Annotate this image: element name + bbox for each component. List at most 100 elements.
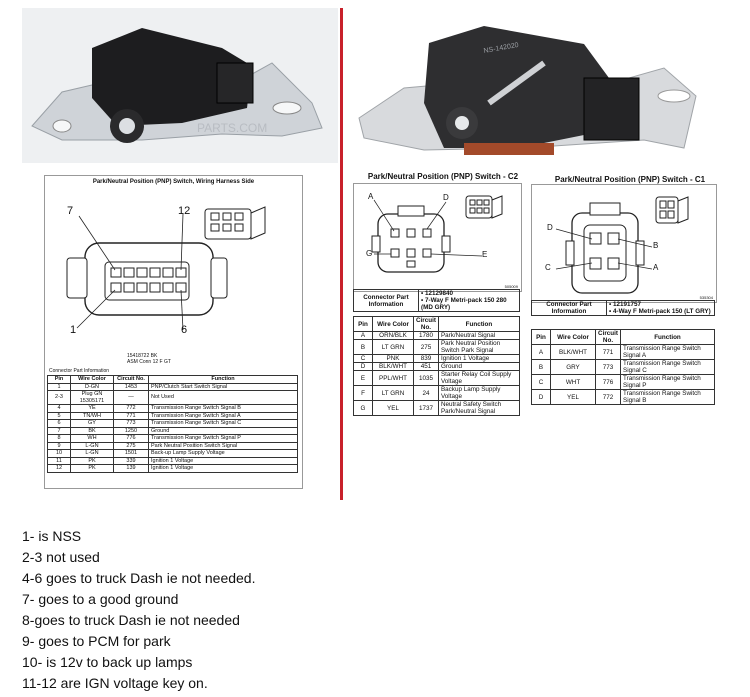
table-cell: L-GN — [70, 441, 114, 450]
table-cell: Ground — [437, 362, 521, 371]
table-cell: BK — [70, 426, 114, 435]
table-cell: Park Neutral Position Switch Park Signal — [437, 339, 521, 355]
table-cell: YEL — [372, 400, 414, 416]
table-cell: Ignition 1 Voltage — [148, 456, 298, 465]
table-header-cell: Function — [148, 375, 298, 384]
note-line: 8-goes to truck Dash ie not needed — [22, 612, 240, 628]
c2-info-item-text: 7-Way F Metri-pack 150 280 (MD GRY) — [421, 297, 507, 311]
table-cell: Ignition 1 Voltage — [148, 464, 298, 473]
table-cell: 771 — [595, 344, 621, 360]
table-cell: A — [353, 331, 373, 340]
table-cell: GY — [70, 419, 114, 428]
table-cell: 139 — [113, 464, 149, 473]
table-cell: 339 — [113, 456, 149, 465]
table-cell: E — [353, 370, 373, 386]
table-header-cell: Wire Color — [550, 329, 596, 345]
table-cell: TN/WH — [70, 411, 114, 420]
c2-info-item: • 7-Way F Metri-pack 150 280 (MD GRY) — [421, 297, 507, 311]
table-cell: 839 — [413, 354, 439, 363]
table-header-cell: Function — [437, 316, 521, 332]
table-header-cell: Pin — [531, 329, 551, 345]
table-cell: 1035 — [413, 370, 439, 386]
table-cell: BLK/WHT — [372, 362, 414, 371]
c2-letter-a: A — [368, 192, 374, 201]
table-cell: Transmission Range Switch Signal C — [620, 359, 715, 375]
table-cell: Transmission Range Switch Signal A — [620, 344, 715, 360]
c2-title: Park/Neutral Position (PNP) Switch - C2 — [367, 172, 519, 181]
note-line: 4-6 goes to truck Dash ie not needed. — [22, 570, 256, 586]
switch-photo-left: PARTS.COM — [31, 28, 323, 143]
note-line: 9- goes to PCM for park — [22, 633, 171, 649]
left-info-item: 15418722 BK — [127, 353, 158, 359]
table-cell: Transmission Range Switch Signal C — [148, 419, 298, 428]
c1-info-item: • 4-Way F Metri-pack 150 (LT GRY) — [609, 308, 711, 315]
table-cell: PK — [70, 456, 114, 465]
notes-list: 1- is NSS 2-3 not used 4-6 goes to truck… — [22, 526, 255, 694]
pin-label-1: 1 — [70, 324, 77, 336]
red-divider — [340, 8, 343, 500]
c2-letter-d: D — [443, 193, 449, 202]
photo-pnp-switch-right: NS-142020 — [344, 8, 728, 163]
c2-letter-e: E — [482, 250, 488, 259]
table-cell: Back-up Lamp Supply Voltage — [148, 449, 298, 458]
table-cell: B — [353, 339, 373, 355]
note-line: 2-3 not used — [22, 549, 100, 565]
c1-letter-d: D — [547, 223, 553, 232]
table-cell: 24 — [413, 385, 439, 401]
table-cell: F — [353, 385, 373, 401]
c1-info-label: Connector Part Information — [531, 300, 607, 316]
table-cell: 9 — [47, 441, 71, 450]
table-cell: D — [531, 389, 551, 405]
pin-label-6: 6 — [181, 324, 188, 336]
c1-info-table: Connector Part Information • 12191757 • … — [531, 300, 715, 316]
table-cell: 10 — [47, 449, 71, 458]
table-cell: Transmission Range Switch Signal P — [620, 374, 715, 390]
c2-figure-id: 505009 — [504, 284, 518, 289]
table-cell: B — [531, 359, 551, 375]
left-info-list: 15418722 BK ASM Conn 12 F GT — [127, 353, 171, 365]
watermark-text: PARTS.COM — [197, 121, 267, 135]
table-cell: Transmission Range Switch Signal B — [620, 389, 715, 405]
table-cell: Not Used — [148, 390, 298, 405]
left-connector-drawing — [66, 206, 266, 331]
table-cell: YEL — [550, 389, 596, 405]
table-cell: 1250 — [113, 426, 149, 435]
table-cell: 11 — [47, 456, 71, 465]
c2-letter-g: G — [366, 249, 373, 258]
table-cell: D — [353, 362, 373, 371]
table-cell: 772 — [595, 389, 621, 405]
table-cell: Transmission Range Switch Signal P — [148, 434, 298, 443]
table-cell: C — [353, 354, 373, 363]
table-cell: 1780 — [413, 331, 439, 340]
table-cell: 1453 — [113, 382, 149, 391]
table-cell: WH — [70, 434, 114, 443]
table-cell: GRY — [550, 359, 596, 375]
note-line: 10- is 12v to back up lamps — [22, 654, 193, 670]
c1-info-item: • 12191757 — [609, 301, 641, 308]
table-cell: Backup Lamp Supply Voltage — [437, 385, 521, 401]
table-header-cell: Wire Color — [70, 375, 114, 384]
table-cell: LT GRN — [372, 385, 414, 401]
table-cell: Neutral Safety Switch Park/Neutral Signa… — [437, 400, 521, 416]
